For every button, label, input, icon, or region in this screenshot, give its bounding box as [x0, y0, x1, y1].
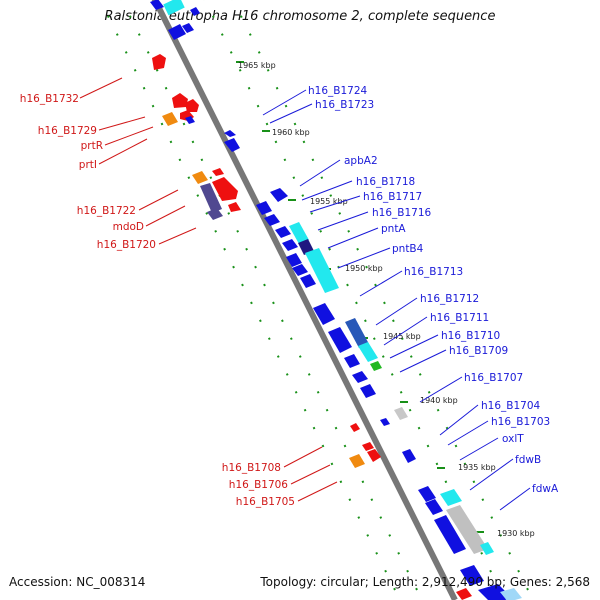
- gene-label: prtI: [79, 159, 97, 171]
- gene-label: h16_B1709: [449, 345, 508, 357]
- gene-label: h16_B1704: [481, 400, 541, 412]
- accession-text: Accession: NC_008314: [9, 575, 146, 589]
- tick-label-1935: 1935 kbp: [458, 463, 496, 472]
- gene-label: h16_B1724: [308, 85, 368, 97]
- gene-label: h16_B1732: [20, 93, 79, 105]
- forward-label-connectors: [262, 89, 531, 511]
- tick-label-1960: 1960 kbp: [272, 128, 310, 137]
- tick-label-1940: 1940 kbp: [420, 396, 458, 405]
- dotted-guide-line: [120, 0, 423, 600]
- dotted-guide-line: [231, 0, 534, 600]
- gene-label: h16_B1712: [420, 293, 479, 305]
- gene-label: h16_B1713: [404, 266, 463, 278]
- reverse-gene-labels: h16_B1732 h16_B1729 prtR prtI h16_B1722 …: [20, 93, 295, 508]
- tick-label-1955: 1955 kbp: [310, 197, 348, 206]
- gene-label: h16_B1716: [372, 207, 432, 219]
- forward-strand-genes: [224, 130, 522, 600]
- gene-label: prtR: [81, 140, 103, 152]
- gene-label: h16_B1705: [236, 496, 295, 508]
- gene-label: h16_B1710: [441, 330, 500, 342]
- gene-label: fdwB: [515, 454, 541, 466]
- tick-label-1945: 1945 kbp: [383, 332, 421, 341]
- gene-label: h16_B1707: [464, 372, 523, 384]
- gene-label: pntA: [381, 223, 406, 235]
- tick-label-1930: 1930 kbp: [497, 529, 535, 538]
- gene-label: oxlT: [502, 433, 524, 445]
- top-features: [150, 0, 200, 70]
- gene-label: h16_B1722: [77, 205, 136, 217]
- gene-label: pntB4: [392, 243, 424, 255]
- gene-label: h16_B1703: [491, 416, 550, 428]
- gene-label: h16_B1718: [356, 176, 415, 188]
- gene-label: apbA2: [344, 155, 378, 167]
- topology-text: Topology: circular; Length: 2,912,490 bp…: [260, 575, 590, 589]
- reverse-strand-genes: [162, 93, 381, 468]
- reverse-label-connectors: [79, 77, 338, 502]
- gene-label: h16_B1717: [363, 191, 422, 203]
- tick-label-1965: 1965 kbp: [238, 61, 276, 70]
- chromosome-backbone: [151, 0, 458, 600]
- forward-gene-labels: h16_B1724 h16_B1723 apbA2 h16_B1718 h16_…: [308, 85, 559, 495]
- gene-label: h16_B1720: [97, 239, 156, 251]
- gene-label: h16_B1711: [430, 312, 489, 324]
- gene-label: h16_B1729: [38, 125, 97, 137]
- gene-label: h16_B1723: [315, 99, 374, 111]
- tick-label-1950: 1950 kbp: [345, 264, 383, 273]
- map-title: Ralstonia eutropha H16 chromosome 2, com…: [104, 9, 496, 24]
- gene-label: mdoD: [113, 221, 144, 233]
- gene-label: fdwA: [532, 483, 559, 495]
- gene-label: h16_B1708: [222, 462, 281, 474]
- gene-label: h16_B1706: [229, 479, 289, 491]
